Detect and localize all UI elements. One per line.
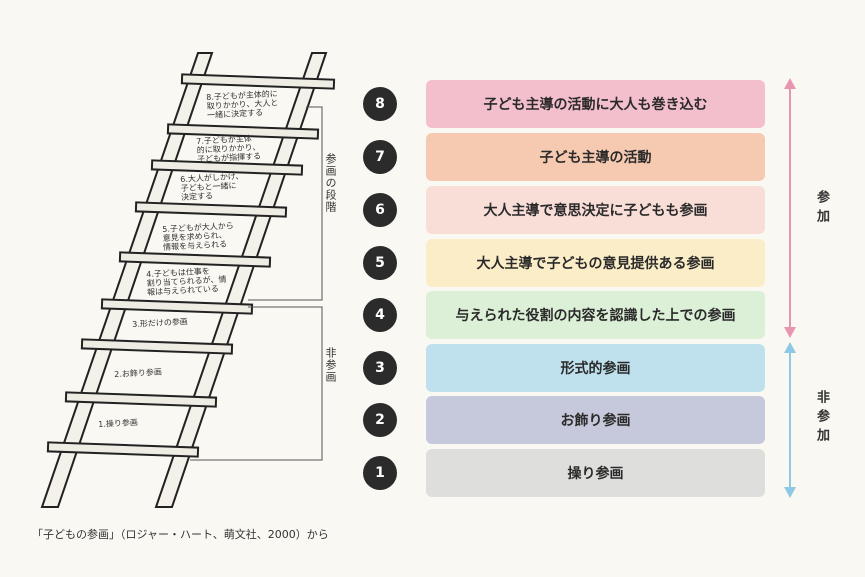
- rung-label-8: 8.子どもが主体的に 取りかかり、大人と 一緒に決定する: [206, 89, 279, 120]
- ladder-brackets: [190, 106, 323, 461]
- bracket-label-non-participation: 非参画: [324, 347, 337, 383]
- rung-label-5: 5.子どもが大人から 意見を求められ、 情報を与えられる: [162, 221, 235, 252]
- range-arrows: [784, 78, 796, 498]
- step-row-1: 1 操り参画: [363, 449, 765, 497]
- step-box: お飾り参画: [426, 396, 765, 444]
- non-participation-arrow-icon: [784, 342, 796, 498]
- rung-label-6: 6.大人がしかけ、 子どもと一緒に 決定する: [180, 171, 244, 202]
- side-label-non-participation: 非参加: [814, 390, 829, 447]
- step-number-badge: 5: [363, 246, 397, 280]
- step-row-2: 2 お飾り参画: [363, 396, 765, 444]
- side-label-participation: 参加: [814, 190, 829, 228]
- step-box: 与えられた役割の内容を認識した上での参画: [426, 291, 765, 339]
- step-row-8: 8 子ども主導の活動に大人も巻き込む: [363, 80, 765, 128]
- step-number-badge: 1: [363, 456, 397, 490]
- step-row-6: 6 大人主導で意思決定に子どもも参画: [363, 186, 765, 234]
- step-number-badge: 4: [363, 298, 397, 332]
- step-row-4: 4 与えられた役割の内容を認識した上での参画: [363, 291, 765, 339]
- step-box: 大人主導で子どもの意見提供ある参画: [426, 239, 765, 287]
- step-box: 子ども主導の活動: [426, 133, 765, 181]
- source-caption: 「子どもの参画」（ロジャー・ハート、萌文社、2000）から: [32, 528, 329, 541]
- step-number-badge: 3: [363, 351, 397, 385]
- step-number-badge: 2: [363, 403, 397, 437]
- bracket-label-participation: 参画の段階: [324, 153, 337, 213]
- step-box: 大人主導で意思決定に子どもも参画: [426, 186, 765, 234]
- step-number-badge: 8: [363, 87, 397, 121]
- step-row-5: 5 大人主導で子どもの意見提供ある参画: [363, 239, 765, 287]
- rung-label-4: 4.子どもは仕事を 割り当てられるが、情 報は与えられている: [146, 266, 227, 297]
- ladder-illustration: 8.子どもが主体的に 取りかかり、大人と 一緒に決定する 7.子どもが主体 的に…: [30, 45, 360, 515]
- step-box: 形式的参画: [426, 344, 765, 392]
- ladder-rungs: [46, 73, 336, 458]
- step-box: 子ども主導の活動に大人も巻き込む: [426, 80, 765, 128]
- step-row-7: 7 子ども主導の活動: [363, 133, 765, 181]
- step-box: 操り参画: [426, 449, 765, 497]
- step-number-badge: 7: [363, 140, 397, 174]
- ladder-drawing: [40, 52, 336, 508]
- step-number-badge: 6: [363, 193, 397, 227]
- participation-arrow-icon: [784, 78, 796, 338]
- step-row-3: 3 形式的参画: [363, 344, 765, 392]
- rung-label-7: 7.子どもが主体 的に取りかかり、 子どもが指揮する: [196, 134, 262, 164]
